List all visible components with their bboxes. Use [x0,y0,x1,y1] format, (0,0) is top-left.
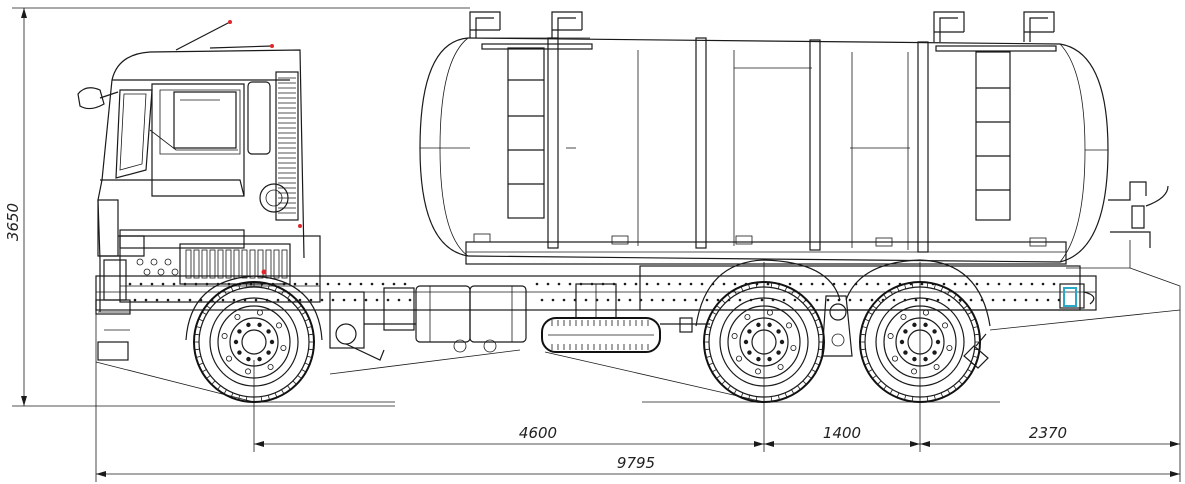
middle-wheel [703,281,825,403]
wheelbase-dimensions: 4600 1400 2370 9795 [95,262,1181,482]
rear-valve-equipment [1066,181,1181,300]
front-manhole-handrail [469,11,593,50]
rear-light-marker [1063,287,1077,307]
fuel-tank [415,285,527,353]
rear-ladder [975,51,1011,221]
cab [77,20,305,361]
frame-rivets [128,282,1061,302]
engine-block [119,183,321,303]
overall-length-label: 9795 [617,454,655,472]
mudguards [185,259,991,369]
battery-box [575,283,617,319]
rear-manhole-handrail [933,11,1057,52]
ground-lines [95,309,1181,403]
rear-overhang-label: 2370 [1029,424,1067,442]
tank-body [419,37,1109,265]
height-dimension: 3650 [4,7,470,407]
front-ladder [507,47,545,219]
height-dimension-label: 3650 [4,203,22,241]
spare-wheel [541,317,661,353]
wheelbase-front-label: 4600 [519,424,557,442]
front-wheel [193,281,315,403]
wheelbase-tandem-label: 1400 [823,424,861,442]
